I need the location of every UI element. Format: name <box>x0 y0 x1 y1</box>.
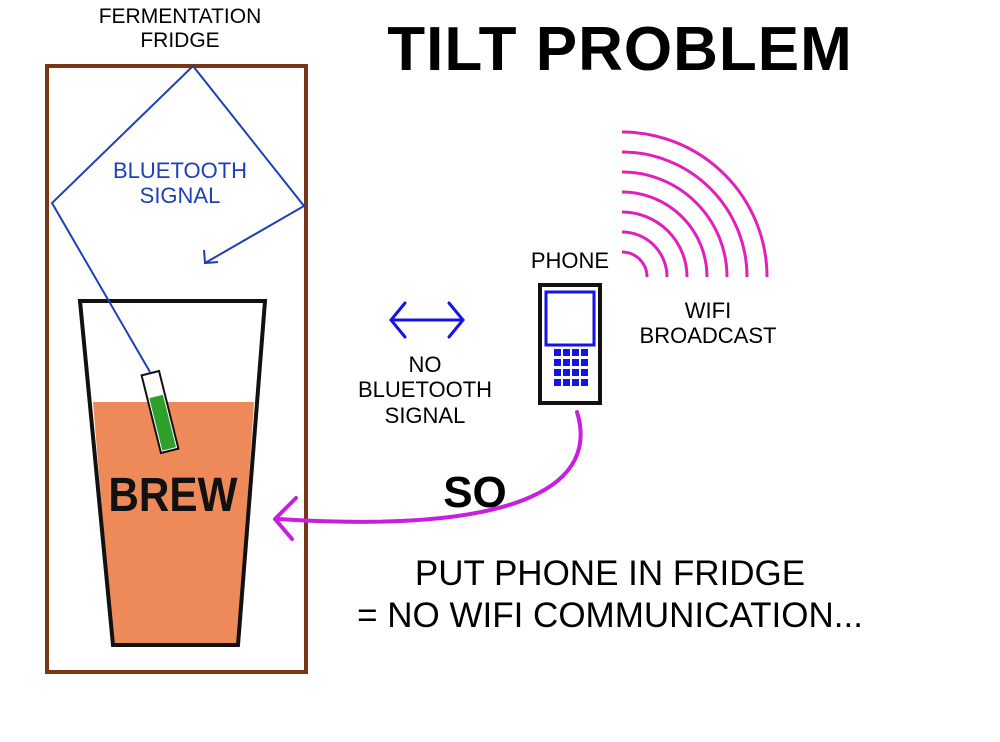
bluetooth-signal-arrowhead <box>203 249 219 265</box>
conclusion-line2: = NO WIFI COMMUNICATION... <box>357 596 863 635</box>
tilt-hydrometer <box>140 369 180 455</box>
fridge-label-line2: FRIDGE <box>140 29 220 53</box>
conclusion-line1: PUT PHONE IN FRIDGE <box>414 554 806 593</box>
fridge-label-line1: FERMENTATION <box>98 5 262 28</box>
bluetooth-label-line1: BLUETOOTH <box>112 158 248 183</box>
no-bluetooth-label: NO BLUETOOTH SIGNAL <box>340 352 510 428</box>
brew-label: BREW <box>108 469 238 522</box>
move-phone-arrowhead <box>273 496 298 541</box>
move-phone-arrow <box>276 410 583 524</box>
wifi-broadcast-icon <box>621 130 769 278</box>
bluetooth-signal-path <box>50 64 306 373</box>
bluetooth-signal-label: BLUETOOTH SIGNAL <box>95 158 265 209</box>
glass <box>77 299 268 647</box>
so-label: SO <box>443 468 507 517</box>
page-title: TILT PROBLEM <box>387 15 853 84</box>
wifi-label-line2: BROADCAST <box>639 323 777 349</box>
brew-liquid <box>93 402 254 645</box>
wifi-label-line1: WIFI <box>684 298 732 323</box>
no-bt-line2: BLUETOOTH <box>357 377 493 403</box>
no-bt-line1: NO <box>408 352 442 377</box>
fermentation-fridge <box>45 64 308 674</box>
no-bt-line3: SIGNAL <box>384 402 466 428</box>
bluetooth-label-line2: SIGNAL <box>139 183 221 209</box>
conclusion-text: PUT PHONE IN FRIDGE = NO WIFI COMMUNICAT… <box>300 553 920 637</box>
wifi-broadcast-label: WIFI BROADCAST <box>608 298 808 349</box>
phone-icon <box>538 283 602 405</box>
phone-label: PHONE <box>530 248 610 273</box>
double-arrow-icon <box>389 301 465 339</box>
fridge-label: FERMENTATION FRIDGE <box>60 5 300 53</box>
